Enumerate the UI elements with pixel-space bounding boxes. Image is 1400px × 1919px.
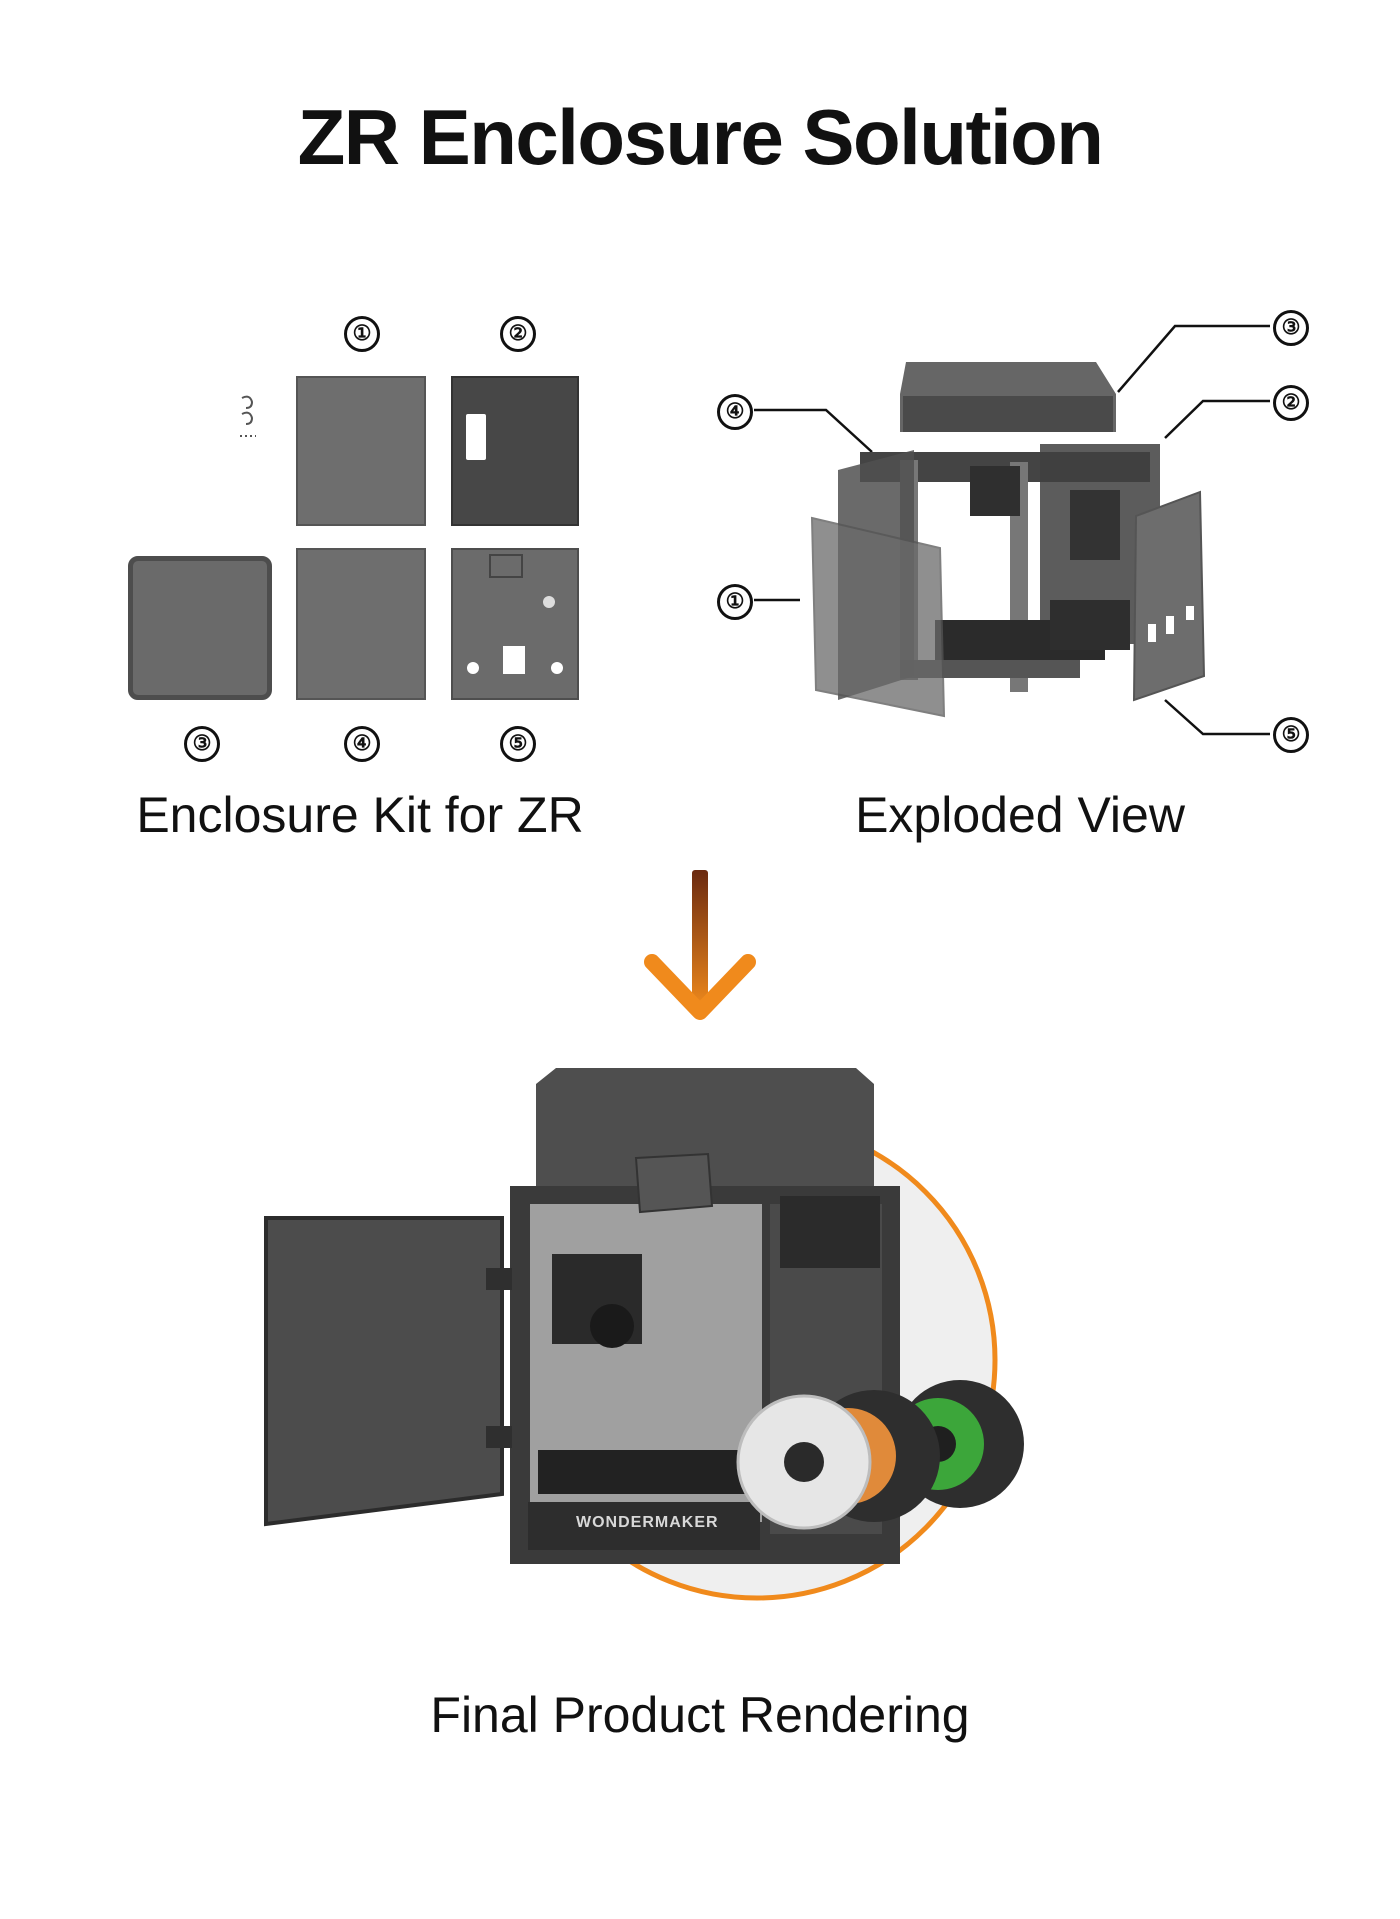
hardware-parts-icon: [240, 395, 256, 437]
kit-label-2: ②: [500, 316, 536, 352]
final-caption: Final Product Rendering: [430, 1687, 970, 1743]
kit-label-1: ①: [344, 316, 380, 352]
exploded-label-5: ⑤: [1273, 717, 1309, 753]
exploded-label-2: ②: [1273, 385, 1309, 421]
kit-label-3: ③: [184, 726, 220, 762]
exploded-label-1: ①: [717, 584, 753, 620]
kit-label-5: ⑤: [500, 726, 536, 762]
page-title: ZR Enclosure Solution: [297, 93, 1104, 181]
exploded-label-3: ③: [1273, 310, 1309, 346]
final-product-rendering: [264, 1068, 1024, 1601]
exploded-caption: Exploded View: [855, 787, 1185, 843]
product-brand-label: WONDERMAKER: [576, 1514, 719, 1531]
kit-panel-3: [128, 556, 272, 700]
kit-panel-2: [451, 376, 579, 526]
kit-panel-5: [451, 548, 579, 700]
arrow-down-icon: [644, 870, 756, 1020]
exploded-label-4: ④: [717, 394, 753, 430]
kit-panel-1: [296, 376, 426, 526]
kit-panel-4: [296, 548, 426, 700]
exploded-view-drawing: [754, 324, 1270, 736]
kit-label-4: ④: [344, 726, 380, 762]
kit-caption: Enclosure Kit for ZR: [136, 787, 584, 843]
